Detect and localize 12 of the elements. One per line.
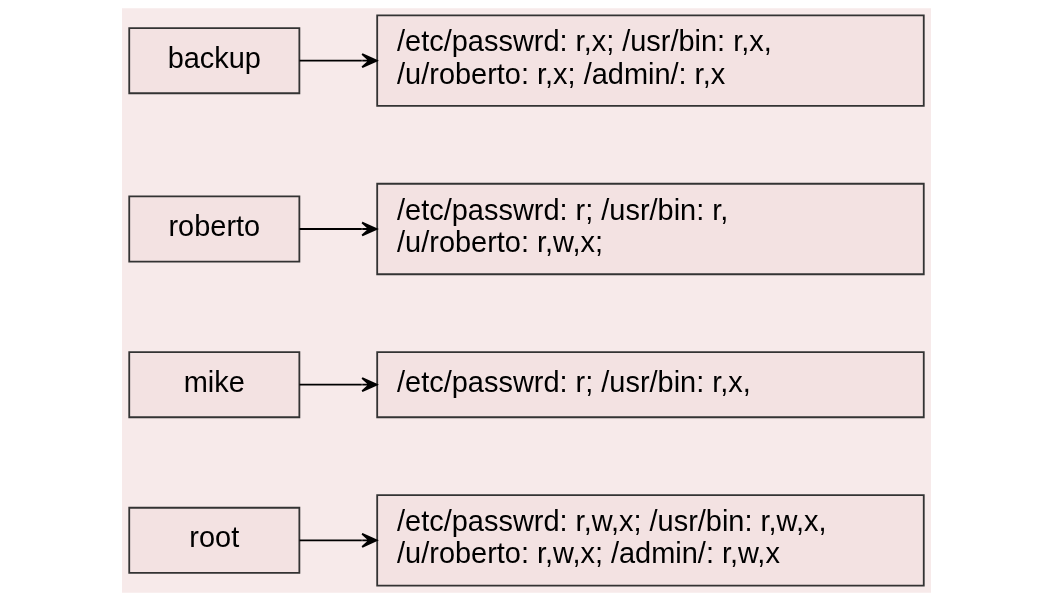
arrow (298, 53, 378, 69)
node-box: /etc/passwrd: r,x; /usr/bin: r,x, /u/roberto: r,x; /admin/: r,x (375, 14, 925, 107)
node-box: /etc/passwrd: r,w,x; /usr/bin: r,w,x, /u/roberto: r,w,x; /admin/: r,w,x (375, 494, 925, 587)
arrow (298, 221, 378, 237)
node-box: root (127, 506, 300, 574)
node-box: /etc/passwrd: r; /usr/bin: r, /u/roberto: r,w,x; (375, 182, 925, 276)
arrow (298, 377, 378, 393)
node-box: roberto (127, 195, 300, 263)
arrow (298, 532, 378, 548)
node-box: backup (127, 27, 300, 95)
node-box: mike (127, 351, 300, 419)
node-box: /etc/passwrd: r; /usr/bin: r,x, (375, 351, 925, 419)
